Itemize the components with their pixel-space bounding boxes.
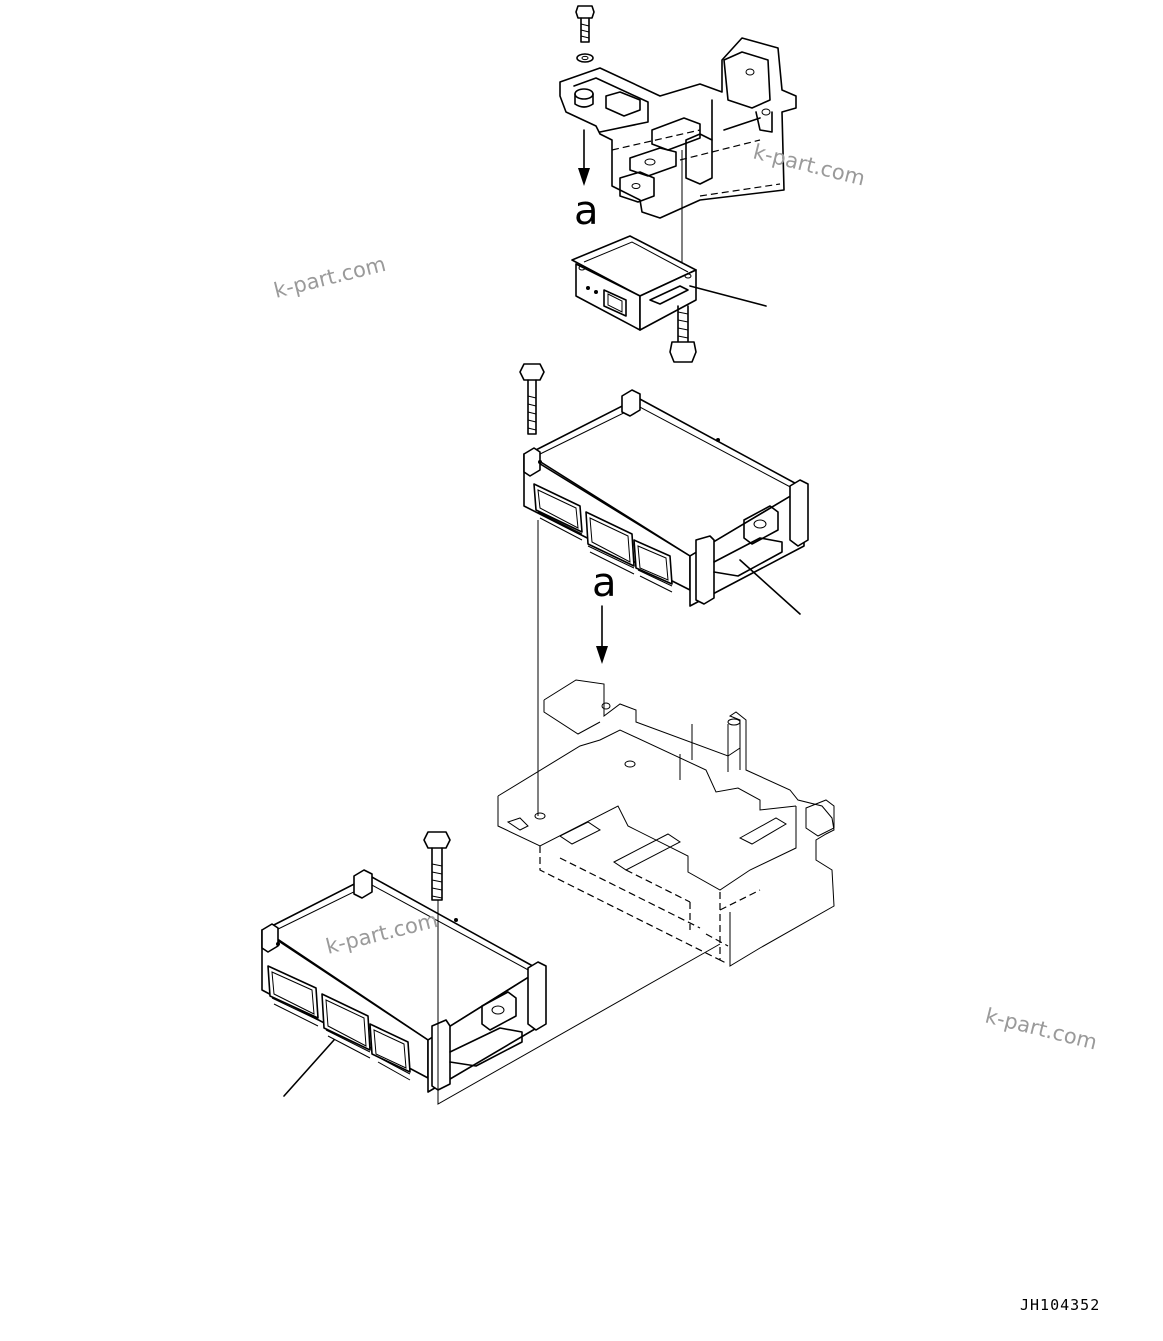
drawing-code: JH104352 xyxy=(1020,1296,1100,1314)
lower-engine-controller xyxy=(261,831,547,1093)
watermark-4: k-part.com xyxy=(983,1004,1100,1055)
watermark-2: k-part.com xyxy=(271,252,388,303)
top-bolt xyxy=(575,5,595,63)
callout-a-middle: a xyxy=(592,560,617,606)
small-box-bolt xyxy=(669,305,697,363)
insertion-arrow-top: a xyxy=(574,129,599,234)
small-controller-unit xyxy=(571,235,697,331)
middle-controller-bolt xyxy=(519,363,545,435)
watermark-1: k-part.com xyxy=(751,140,868,191)
upper-mounting-bracket xyxy=(559,5,797,219)
lower-controller-bolt xyxy=(423,831,451,901)
callout-a-top: a xyxy=(574,188,599,234)
middle-engine-controller xyxy=(519,363,809,607)
mounting-base-plate xyxy=(497,679,835,967)
insertion-arrow-middle: a xyxy=(592,560,617,664)
